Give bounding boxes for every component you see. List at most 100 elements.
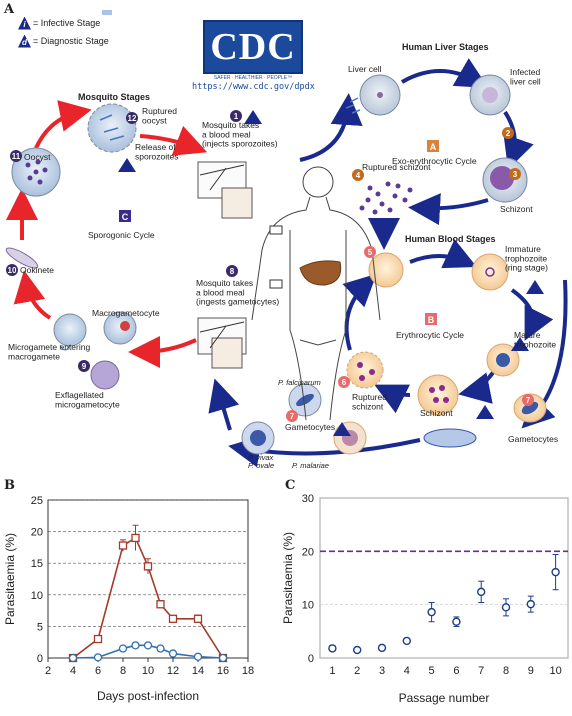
label-erythrocytic-cycle: Erythrocytic Cycle — [396, 330, 464, 340]
chart-b-point — [68, 653, 78, 663]
chart-b-ytick: 5 — [37, 621, 43, 633]
arrow-to-liver — [299, 93, 363, 162]
chart-c-xtick: 7 — [478, 665, 484, 677]
label-macrogametocyte: Macrogametocyte — [92, 308, 160, 318]
legend: i = Infective Stage d = Diagnostic Stage — [18, 14, 109, 50]
step-6: 6 — [342, 378, 347, 387]
chart-b-point — [156, 644, 165, 653]
step-3: 3 — [513, 170, 518, 179]
step-7: 7 — [526, 396, 531, 405]
chart-b-xtick: 14 — [192, 665, 204, 677]
arrow-mosquito8-to-exflag — [128, 335, 197, 368]
chart-c-point — [501, 603, 511, 612]
chart-b-point — [218, 653, 228, 663]
legend-infective: i = Infective Stage — [18, 14, 109, 32]
ookinete — [5, 247, 39, 269]
chart-b-xtick: 12 — [167, 665, 179, 677]
arrow-oocyst-to-ruptured — [34, 100, 92, 149]
step-8: 8 — [230, 267, 235, 276]
chart-c-point — [476, 587, 486, 597]
chart-b-xtick: 2 — [45, 665, 51, 677]
chart-b-xtick: 6 — [95, 665, 101, 677]
arrow-merozoite-to-ring — [409, 239, 477, 269]
arrow-ring-to-mature — [510, 288, 554, 341]
cdc-logo: CDC — [203, 20, 303, 74]
chart-c-xtick: 2 — [354, 665, 360, 677]
chart-b-point — [168, 614, 178, 623]
chart-b-point — [143, 641, 153, 650]
chart-b-xtick: 8 — [120, 665, 126, 677]
chart-b-point — [193, 614, 203, 623]
chart-c-point — [377, 643, 387, 653]
chart-b-ytick: 25 — [31, 495, 43, 507]
chart-c-xtick: 1 — [329, 665, 335, 677]
label-p-ovale: P. ovale — [248, 461, 274, 470]
label-schizont-liver: Schizont — [500, 204, 533, 214]
chart-b-xtick: 4 — [70, 665, 76, 677]
chart-b-ytick: 15 — [31, 558, 43, 570]
label-gametocytes-left: Gametocytes — [285, 422, 335, 432]
legend-diagnostic: d = Diagnostic Stage — [18, 32, 109, 50]
step-7b: 7 — [290, 412, 295, 421]
chart-b-point — [168, 649, 178, 658]
step-5: 5 — [368, 248, 373, 257]
skin-box-1 — [221, 187, 253, 219]
exo-cycle-letter: A — [430, 142, 437, 152]
legend-diagnostic-label: = Diagnostic Stage — [33, 36, 109, 46]
step-markers: 1 2 3 4 5 6 7 7 8 9 10 11 12 — [6, 110, 534, 422]
chart-b-ytick: 10 — [31, 590, 43, 602]
skin-box-8 — [211, 337, 243, 369]
chart-c-xtick: 3 — [379, 665, 385, 677]
step-10: 10 — [8, 266, 17, 275]
label-sporogonic-cycle: Sporogonic Cycle — [88, 230, 155, 240]
chart-b-point — [118, 541, 128, 550]
panel-letter-b: B — [4, 478, 15, 493]
cdc-tagline: SAFER · HEALTHIER · PEOPLE™ — [213, 75, 293, 81]
cdc-url[interactable]: https://www.cdc.gov/dpdx — [192, 82, 315, 92]
legend-swatch — [102, 10, 112, 15]
chart-c-xlabel: Passage number — [399, 691, 490, 705]
chart-c-point — [402, 636, 412, 646]
label-oocyst: Oocyst — [24, 152, 51, 162]
chart-c-xtick: 10 — [549, 665, 561, 677]
chart-c-point — [328, 644, 337, 653]
chart-b-point — [156, 600, 165, 609]
step-11: 11 — [12, 152, 21, 161]
label-p-vivax: P. vivax — [248, 453, 274, 462]
arrow-mature-to-schizont — [458, 368, 497, 404]
label-liver-cell: Liver cell — [348, 64, 382, 74]
chart-b-xtick: 18 — [242, 665, 254, 677]
step-4: 4 — [356, 171, 361, 180]
label-gametocytes: Gametocytes — [508, 434, 558, 444]
chart-c-xtick: 4 — [404, 665, 410, 677]
chart-b-ytick: 0 — [37, 653, 43, 665]
label-human-blood-stages: Human Blood Stages — [405, 234, 496, 244]
chart-c-ytick: 20 — [302, 546, 314, 558]
chart-c-xtick: 8 — [503, 665, 509, 677]
ruptured-oocyst — [87, 103, 137, 153]
arrow-sporozoites-to-mosquito1 — [139, 125, 208, 156]
label-ookinete: Ookinete — [20, 265, 54, 275]
chart-c-xtick: 5 — [429, 665, 435, 677]
arrow-macro-to-ookinete — [13, 270, 52, 320]
label-ruptured-schizont-liver: Ruptured schizont — [362, 162, 431, 172]
label-schizont-blood: Schizont — [420, 408, 453, 418]
label-exo-cycle: Exo-erythrocytic Cycle — [392, 156, 477, 166]
chart-b-point — [131, 641, 140, 650]
chart-b-xlabel: Days post-infection — [97, 689, 199, 703]
chart-c-frame — [319, 497, 569, 659]
chart-c-ylabel: Parasitaemia (%) — [281, 532, 295, 624]
sporozoites-release — [99, 114, 125, 141]
label-p-malariae: P. malariae — [292, 461, 329, 470]
step-9: 9 — [82, 362, 87, 371]
ruptured-schizont-merozoites — [359, 181, 413, 215]
chart-b-xtick: 10 — [142, 665, 154, 677]
